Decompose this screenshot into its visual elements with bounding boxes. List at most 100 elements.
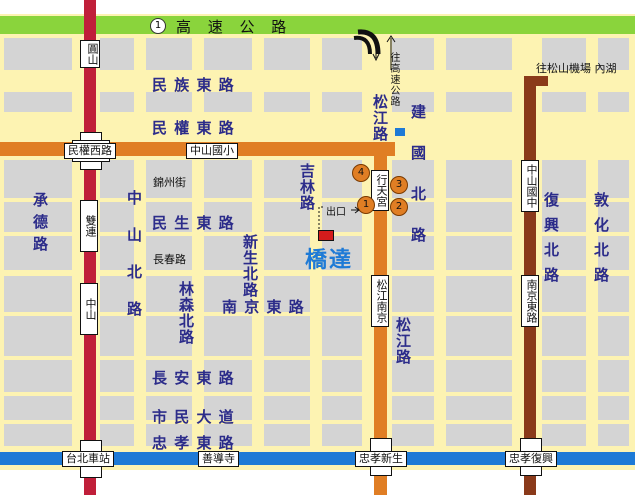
city-block xyxy=(446,396,512,420)
city-block xyxy=(146,360,192,392)
exit-4-badge: 4 xyxy=(352,164,370,182)
city-block xyxy=(100,202,134,232)
station-zhongshan: 中山 xyxy=(80,283,98,335)
city-block xyxy=(100,424,134,446)
exit-pointer-icon xyxy=(318,206,360,233)
city-block xyxy=(542,360,586,392)
street-jinzhou: 錦州街 xyxy=(153,176,186,189)
street-changan: 長 安 東 路 xyxy=(152,369,235,387)
city-block xyxy=(100,276,134,312)
city-block xyxy=(4,202,72,232)
city-block xyxy=(322,276,362,312)
street-jilin: 吉林路 xyxy=(298,163,316,211)
station-minquan-w: 民權西路 xyxy=(64,143,116,159)
street-zhongxiao: 忠 孝 東 路 xyxy=(152,434,235,452)
city-block xyxy=(542,38,586,70)
street-minquan: 民 權 東 路 xyxy=(152,119,235,137)
city-block xyxy=(100,38,134,70)
city-block xyxy=(4,360,72,392)
city-block xyxy=(322,38,362,70)
city-block xyxy=(204,424,252,446)
highway-number-icon: 1 xyxy=(150,18,166,34)
city-block xyxy=(598,424,629,446)
exit-1-badge: 1 xyxy=(357,196,375,214)
city-block xyxy=(204,276,252,312)
city-block xyxy=(446,160,512,198)
city-block xyxy=(392,424,434,446)
street-minzu: 民 族 東 路 xyxy=(152,76,235,94)
city-block xyxy=(146,424,192,446)
city-block xyxy=(322,360,362,392)
station-zhongshan-jr: 中山國中 xyxy=(521,160,539,212)
brown-line-top xyxy=(524,76,548,86)
city-block xyxy=(146,92,192,112)
city-block xyxy=(392,316,434,356)
city-block xyxy=(392,360,434,392)
station-shandao: 善導寺 xyxy=(198,451,239,467)
city-block xyxy=(204,236,252,270)
to-highway-label: 往高速公路 xyxy=(388,52,399,107)
city-block xyxy=(598,92,629,112)
street-songjiang-mid: 松江路 xyxy=(394,317,412,365)
city-block xyxy=(598,160,629,198)
destination-marker-icon xyxy=(318,230,334,241)
exit-3-badge: 3 xyxy=(390,176,408,194)
city-block xyxy=(264,360,310,392)
city-block xyxy=(446,38,512,70)
street-fuxing: 復興北路 xyxy=(542,192,560,292)
street-shimin: 市 民 大 道 xyxy=(152,408,235,426)
street-jianguo: 建國北路 xyxy=(409,104,427,268)
exit-label: 出口 xyxy=(326,207,346,218)
station-shuanglian: 雙連 xyxy=(80,200,98,252)
city-block xyxy=(4,276,72,312)
city-block xyxy=(264,424,310,446)
city-block xyxy=(264,276,310,312)
station-yuanshan: 圓山 xyxy=(80,40,100,68)
city-block xyxy=(264,92,310,112)
city-block xyxy=(392,276,434,312)
city-block xyxy=(542,424,586,446)
city-block xyxy=(100,316,134,356)
city-block xyxy=(322,236,362,270)
highway-label: 高 速 公 路 xyxy=(176,18,293,36)
city-block xyxy=(264,38,310,70)
station-xingtian: 行天宮 xyxy=(371,170,389,211)
city-block xyxy=(146,236,192,270)
city-block xyxy=(446,316,512,356)
city-block xyxy=(598,236,629,270)
station-taipei-main: 台北車站 xyxy=(62,451,114,467)
city-block xyxy=(4,236,72,270)
street-changchun: 長春路 xyxy=(153,253,186,266)
city-block xyxy=(204,160,252,198)
street-xinsheng-n: 新生北路 xyxy=(241,234,259,298)
city-block xyxy=(542,92,586,112)
exit-2-badge: 2 xyxy=(390,198,408,216)
city-block xyxy=(204,202,252,232)
city-block xyxy=(446,92,512,112)
city-block xyxy=(146,276,192,312)
station-nanjing-e: 南京東路 xyxy=(521,275,539,327)
city-block xyxy=(264,316,310,356)
city-block xyxy=(204,360,252,392)
city-block xyxy=(598,202,629,232)
city-block xyxy=(446,276,512,312)
city-block xyxy=(4,424,72,446)
city-block xyxy=(322,316,362,356)
street-songjiang-top: 松江路 xyxy=(371,94,389,142)
city-block xyxy=(322,424,362,446)
highway-arrow-icon xyxy=(386,35,396,70)
street-minsheng: 民 生 東 路 xyxy=(152,214,235,232)
city-block xyxy=(146,396,192,420)
city-block xyxy=(542,236,586,270)
city-block xyxy=(204,316,252,356)
city-block xyxy=(598,276,629,312)
city-block xyxy=(204,396,252,420)
street-nanjing: 南 京 東 路 xyxy=(222,298,305,316)
city-block xyxy=(4,38,72,70)
street-linsen-n: 林森北路 xyxy=(177,281,195,345)
city-block xyxy=(146,316,192,356)
city-block xyxy=(598,396,629,420)
city-block xyxy=(598,360,629,392)
ramp-arrows-icon xyxy=(353,29,381,55)
city-block xyxy=(264,396,310,420)
